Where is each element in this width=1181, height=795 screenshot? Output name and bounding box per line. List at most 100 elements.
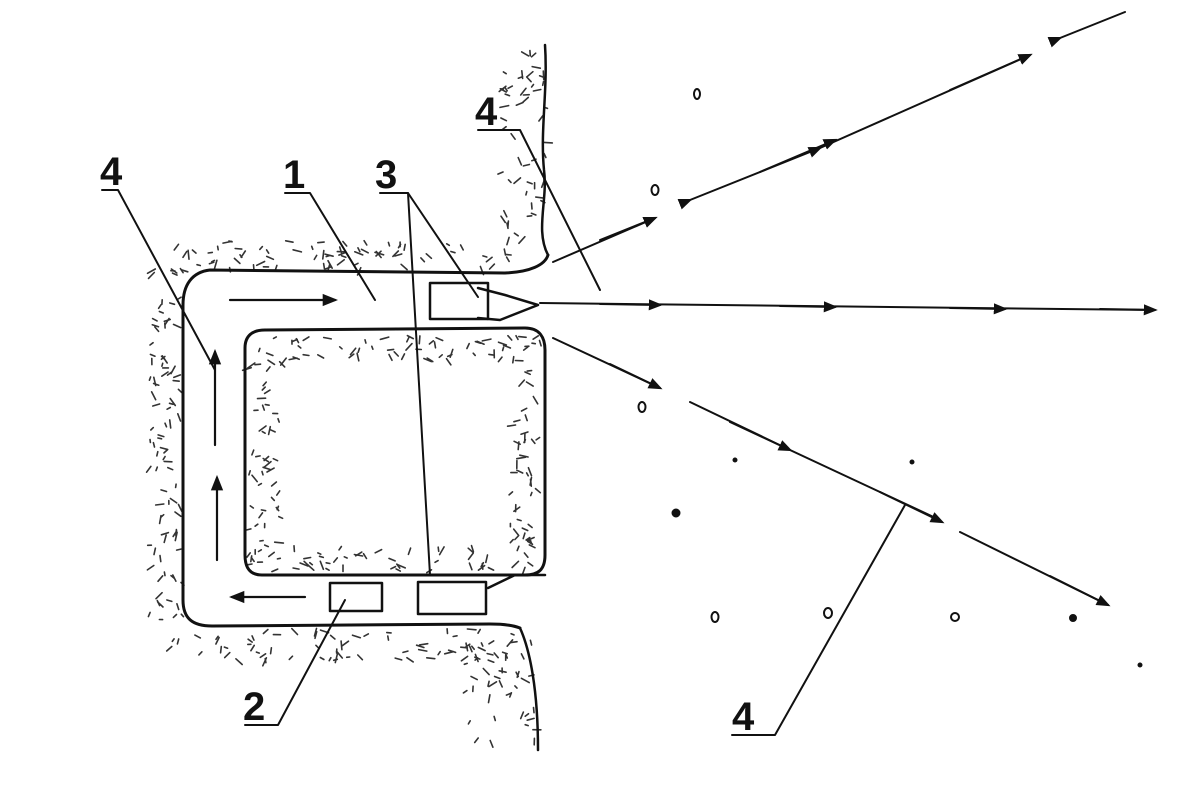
rock-hatch-mark bbox=[171, 272, 178, 276]
rock-hatch-mark bbox=[465, 642, 469, 652]
rock-hatch-mark bbox=[511, 560, 520, 569]
rock-hatch-mark bbox=[165, 645, 173, 652]
rock-hatch-mark bbox=[532, 88, 542, 92]
rock-hatch-mark bbox=[235, 657, 243, 666]
rock-hatch-mark bbox=[255, 455, 261, 458]
rock-hatch-mark bbox=[520, 51, 530, 57]
rock-hatch-mark bbox=[506, 222, 509, 230]
rock-hatch-mark bbox=[502, 71, 508, 75]
rock-hatch-mark bbox=[497, 341, 508, 346]
rock-hatch-mark bbox=[234, 247, 243, 250]
rock-hatch-mark bbox=[261, 386, 267, 391]
rock-hatch-mark bbox=[497, 171, 504, 175]
rock-hatch-mark bbox=[520, 70, 524, 80]
rock-hatch-mark bbox=[275, 490, 281, 496]
rock-hatch-mark bbox=[319, 656, 325, 661]
rock-hatch-mark bbox=[507, 334, 513, 341]
rock-hatch-mark bbox=[191, 249, 197, 254]
rock-hatch-mark bbox=[172, 379, 180, 383]
rock-hatch-mark bbox=[291, 338, 299, 343]
rock-hatch-mark bbox=[480, 642, 484, 647]
rock-hatch-mark bbox=[529, 491, 533, 497]
rock-hatch-mark bbox=[246, 552, 251, 558]
rock-hatch-mark bbox=[155, 466, 159, 472]
rock-hatch-mark bbox=[170, 365, 176, 375]
rock-hatch-mark bbox=[265, 249, 270, 254]
rock-hatch-mark bbox=[543, 141, 554, 144]
rock-hatch-mark bbox=[180, 268, 189, 273]
rock-hatch-mark bbox=[357, 247, 361, 253]
rock-hatch-mark bbox=[415, 644, 425, 649]
leader-2 bbox=[244, 599, 346, 726]
rock-hatch-mark bbox=[147, 271, 156, 280]
rock-hatch-mark bbox=[407, 547, 412, 556]
rock-hatch-mark bbox=[522, 346, 529, 351]
rock-hatch-mark bbox=[263, 460, 272, 469]
rock-hatch-mark bbox=[474, 340, 482, 345]
rock-hatch-mark bbox=[160, 531, 170, 536]
rock-hatch-mark bbox=[532, 395, 539, 405]
rock-hatch-mark bbox=[523, 438, 527, 444]
rock-hatch-mark bbox=[418, 642, 429, 646]
rock-hatch-mark bbox=[216, 245, 219, 251]
rock-hatch-mark bbox=[501, 89, 508, 93]
lower-lip bbox=[486, 573, 547, 590]
rock-hatch-mark bbox=[527, 561, 534, 567]
rock-hatch-mark bbox=[525, 381, 534, 387]
rock-hatch-mark bbox=[513, 177, 522, 185]
rock-hatch-mark bbox=[297, 345, 302, 349]
rock-hatch-mark bbox=[356, 654, 364, 661]
rock-hatch-mark bbox=[518, 235, 526, 245]
particles bbox=[637, 88, 1143, 668]
rock-hatch-mark bbox=[338, 246, 343, 254]
rock-hatch-mark bbox=[261, 430, 266, 435]
rock-hatch-mark bbox=[522, 163, 531, 167]
rock-hatch-mark bbox=[504, 253, 512, 256]
rock-hatch-mark bbox=[363, 633, 370, 638]
rock-hatch-mark bbox=[405, 336, 410, 343]
rock-hatch-mark bbox=[525, 472, 530, 477]
rock-hatch-mark bbox=[526, 369, 533, 372]
rock-hatch-mark bbox=[164, 422, 168, 428]
rock-hatch-mark bbox=[292, 567, 300, 570]
rock-hatch-mark bbox=[487, 566, 495, 571]
rock-hatch-mark bbox=[468, 645, 473, 653]
rock-hatch-mark bbox=[341, 640, 350, 647]
rock-hatch-mark bbox=[264, 657, 267, 664]
rock-hatch-mark bbox=[262, 628, 269, 635]
rock-hatch-mark bbox=[394, 253, 403, 257]
rock-hatch-mark bbox=[425, 253, 433, 260]
rock-hatch-mark bbox=[288, 357, 298, 361]
sensor-box bbox=[328, 581, 384, 613]
rock-hatch-mark bbox=[160, 489, 168, 493]
rock-hatch-mark bbox=[534, 196, 544, 199]
rock-hatch-mark bbox=[507, 179, 512, 184]
rock-hatch-mark bbox=[265, 366, 271, 372]
rock-hatch-mark bbox=[265, 352, 274, 357]
rock-hatch-mark bbox=[523, 552, 529, 559]
rock-hatch-mark bbox=[215, 635, 219, 641]
rock-hatch-mark bbox=[510, 632, 515, 636]
rock-hatch-mark bbox=[207, 251, 214, 254]
rock-hatch-mark bbox=[163, 571, 166, 577]
rock-hatch-mark bbox=[521, 527, 529, 532]
rock-hatch-mark bbox=[267, 359, 276, 366]
rock-hatch-mark bbox=[313, 627, 318, 637]
rock-hatch-mark bbox=[173, 243, 180, 251]
rock-hatch-mark bbox=[487, 659, 495, 664]
rock-hatch-mark bbox=[277, 417, 281, 423]
rock-hatch-mark bbox=[158, 310, 164, 314]
rock-hatch-mark bbox=[340, 640, 343, 651]
rock-hatch-mark bbox=[534, 487, 542, 494]
rock-hatch-mark bbox=[262, 457, 270, 463]
rock-hatch-mark bbox=[508, 491, 514, 496]
rock-hatch-mark bbox=[484, 554, 489, 564]
rock-hatch-mark bbox=[526, 70, 534, 78]
rock-hatch-mark bbox=[315, 644, 320, 649]
rock-hatch-mark bbox=[515, 334, 519, 341]
rock-hatch-mark bbox=[177, 296, 182, 300]
rock-hatch-mark bbox=[149, 341, 154, 346]
rock-hatch-mark bbox=[522, 532, 526, 540]
rock-hatch-mark bbox=[467, 547, 475, 554]
rock-hatch-mark bbox=[262, 381, 268, 387]
